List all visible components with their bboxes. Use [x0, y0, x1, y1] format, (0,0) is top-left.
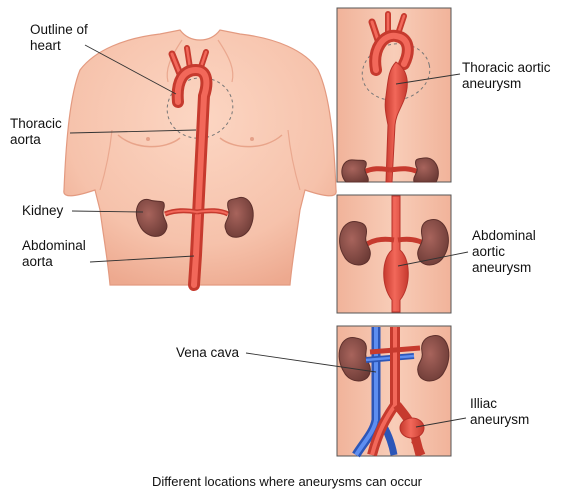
- label-abdominal-aortic-aneurysm-line3: aneurysm: [472, 260, 536, 276]
- label-outline-of-heart-line1: Outline of: [30, 22, 88, 38]
- panel-iliac: [337, 326, 451, 456]
- label-outline-of-heart-line2: heart: [30, 38, 88, 54]
- label-thoracic-aortic-aneurysm-line1: Thoracic aortic: [462, 60, 551, 76]
- label-abdominal-aorta: Abdominal aorta: [22, 238, 86, 270]
- label-thoracic-aortic-aneurysm: Thoracic aortic aneurysm: [462, 60, 551, 92]
- label-abdominal-aorta-line1: Abdominal: [22, 238, 86, 254]
- label-outline-of-heart: Outline of heart: [30, 22, 88, 54]
- label-thoracic-aorta-line2: aorta: [10, 132, 62, 148]
- label-kidney: Kidney: [22, 203, 63, 219]
- label-abdominal-aorta-line2: aorta: [22, 254, 86, 270]
- label-illiac-aneurysm-line1: Illiac: [470, 396, 529, 412]
- panel-thoracic: [337, 8, 451, 182]
- label-thoracic-aorta-line1: Thoracic: [10, 116, 62, 132]
- panel-abdominal: [337, 195, 451, 313]
- label-thoracic-aorta: Thoracic aorta: [10, 116, 62, 148]
- label-abdominal-aortic-aneurysm: Abdominal aortic aneurysm: [472, 228, 536, 276]
- label-abdominal-aortic-aneurysm-line2: aortic: [472, 244, 536, 260]
- figure-caption: Different locations where aneurysms can …: [0, 474, 574, 489]
- label-illiac-aneurysm: Illiac aneurysm: [470, 396, 529, 428]
- label-vena-cava: Vena cava: [176, 345, 239, 361]
- label-abdominal-aortic-aneurysm-line1: Abdominal: [472, 228, 536, 244]
- label-thoracic-aortic-aneurysm-line2: aneurysm: [462, 76, 551, 92]
- label-illiac-aneurysm-line2: aneurysm: [470, 412, 529, 428]
